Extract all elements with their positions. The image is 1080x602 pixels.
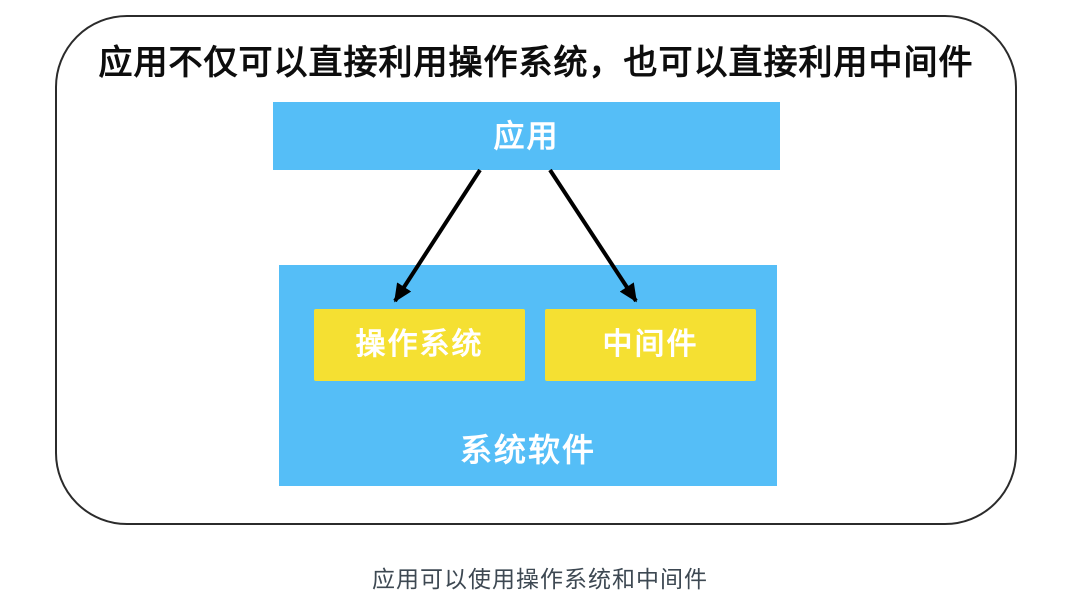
system-software-label: 系统软件 <box>459 431 596 468</box>
os-box-label: 操作系统 <box>355 328 484 361</box>
middleware-box: 中间件 <box>545 309 756 381</box>
app-box-label: 应用 <box>493 118 560 154</box>
diagram-caption: 应用可以使用操作系统和中间件 <box>372 566 708 592</box>
system-software-box: 操作系统 中间件 系统软件 <box>279 265 777 486</box>
app-box: 应用 <box>273 102 780 170</box>
diagram-title: 应用不仅可以直接利用操作系统，也可以直接利用中间件 <box>98 44 974 82</box>
os-box: 操作系统 <box>314 309 525 381</box>
rounded-panel: 应用不仅可以直接利用操作系统，也可以直接利用中间件 应用 操作系统 中间件 系统… <box>55 15 1017 525</box>
middleware-box-label: 中间件 <box>602 328 699 361</box>
